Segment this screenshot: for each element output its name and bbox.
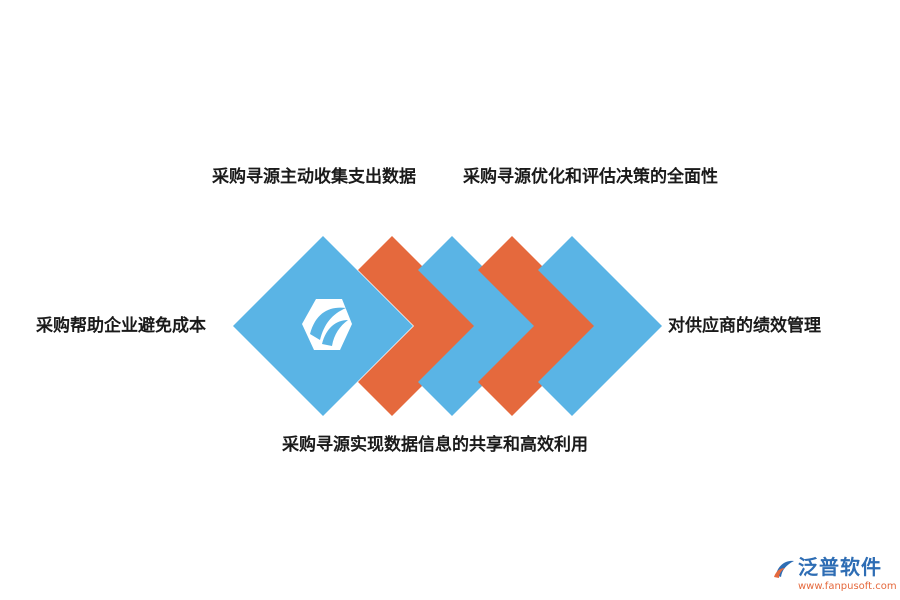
label-bottom: 采购寻源实现数据信息的共享和高效利用	[282, 435, 588, 455]
label-left: 采购帮助企业避免成本	[36, 316, 206, 336]
leaf-hexagon-icon	[302, 299, 352, 350]
label-top-left: 采购寻源主动收集支出数据	[212, 167, 416, 187]
chevron-3	[478, 236, 602, 416]
fanpu-logo-icon	[774, 560, 794, 578]
label-right: 对供应商的绩效管理	[668, 316, 821, 336]
brand-name: 泛普软件	[798, 555, 882, 579]
chevron-4	[538, 236, 662, 416]
chevron-2	[418, 236, 542, 416]
brand-url: www.fanpusoft.com	[798, 581, 897, 592]
label-top-right: 采购寻源优化和评估决策的全面性	[463, 167, 718, 187]
chevron-1	[358, 236, 482, 416]
brand-watermark: 泛普软件 www.fanpusoft.com	[772, 555, 897, 597]
